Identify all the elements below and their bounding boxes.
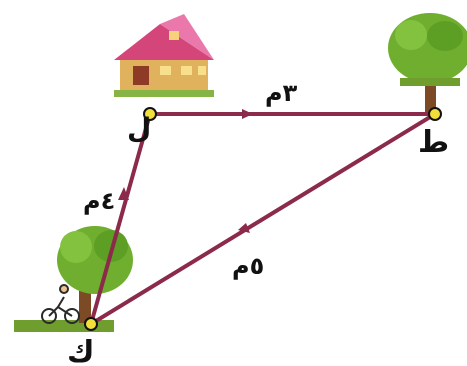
arrow-house-to-tree: [242, 109, 253, 119]
point-tree: [428, 107, 442, 121]
tree-icon: [388, 13, 467, 112]
arrow-start-to-house: [118, 187, 129, 200]
label-segment-tree-start: ٥م: [232, 252, 264, 280]
cyclist-icon: [41, 284, 80, 324]
point-start: [84, 317, 98, 331]
ground-strip: [14, 320, 114, 332]
label-point-tree: ط: [418, 125, 449, 160]
segment-start-to-house: [89, 113, 152, 325]
point-house: [143, 107, 157, 121]
label-segment-start-house: ٤م: [83, 187, 115, 215]
label-segment-house-tree: ٣م: [265, 79, 298, 107]
house-icon: [114, 14, 214, 97]
label-point-start: ك: [67, 335, 95, 366]
segment-tree-to-start: [89, 112, 437, 326]
arrow-tree-to-start: [238, 223, 250, 233]
label-point-house: ل: [127, 112, 151, 145]
